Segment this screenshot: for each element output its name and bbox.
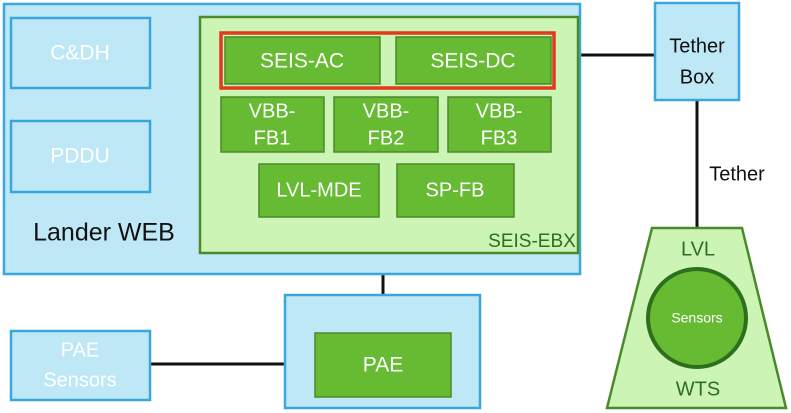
vbb-fb1-box [220, 96, 325, 153]
pae-sensors-line1: PAE [61, 339, 100, 361]
sensors-sphere [646, 267, 748, 369]
tether-box-line2: Box [680, 66, 714, 88]
cdh-label: C&DH [50, 42, 110, 65]
pddu-label: PDDU [50, 145, 110, 168]
pae-sensors-box [9, 329, 152, 402]
sp-fb-box [396, 163, 515, 218]
vbb-fb1-line2: FB1 [254, 127, 291, 149]
seis-dc-label: SEIS-DC [430, 50, 515, 73]
tether-box-line1: Tether [669, 35, 725, 57]
vbb-fb3-line2: FB3 [481, 127, 518, 149]
vbb-fb2-line1: VBB- [363, 100, 410, 122]
seis-ac-box [224, 36, 381, 85]
pae-sensors-line2: Sensors [43, 369, 116, 391]
seis-ac-label: SEIS-AC [260, 50, 344, 73]
seis-dc-box [395, 36, 552, 85]
sp-fb-label: SP-FB [426, 179, 485, 201]
vbb-fb2-box [333, 96, 439, 153]
lvl-mde-label: LVL-MDE [276, 179, 361, 201]
lander-web-label: Lander WEB [33, 219, 175, 247]
seis-ebx-label: SEIS-EBX [488, 231, 576, 252]
vbb-fb3-line1: VBB- [476, 100, 523, 122]
vbb-fb2-line2: FB2 [368, 127, 405, 149]
pddu-box [9, 119, 152, 194]
wts-lvl-label: LVL [681, 238, 715, 260]
pae-box [314, 332, 452, 398]
wts-label: WTS [676, 378, 720, 400]
vbb-fb3-box [447, 96, 552, 153]
lvl-mde-box [258, 163, 380, 218]
tether-box [653, 1, 741, 102]
pae-label: PAE [363, 354, 403, 377]
cdh-box [9, 16, 152, 90]
sensors-label: Sensors [671, 310, 722, 326]
vbb-fb1-line1: VBB- [249, 100, 296, 122]
tether-label: Tether [709, 163, 765, 185]
